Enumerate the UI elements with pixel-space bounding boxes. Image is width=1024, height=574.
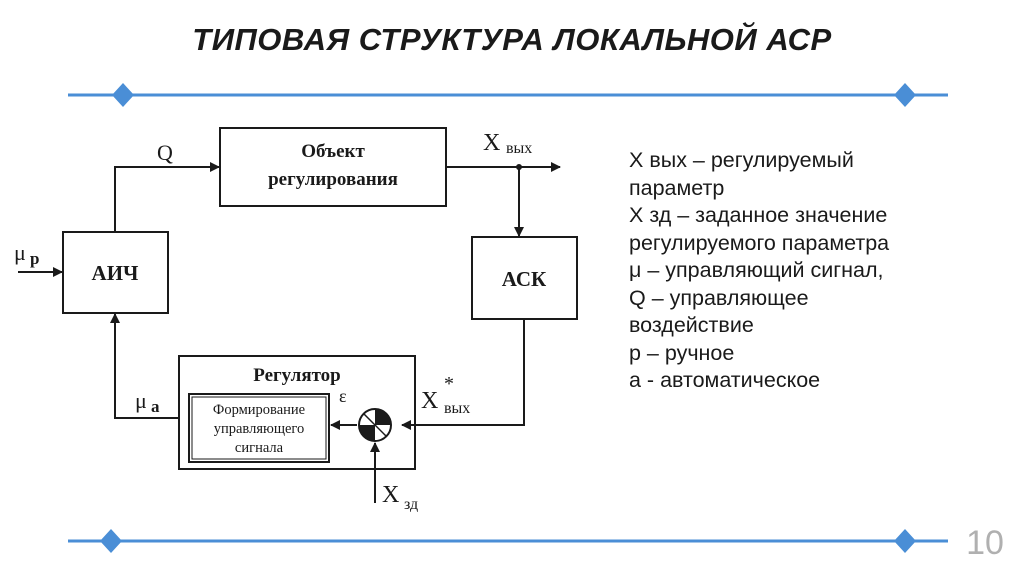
mu-a-line bbox=[110, 313, 179, 419]
feedback-line bbox=[401, 319, 525, 430]
aich-box bbox=[62, 231, 169, 314]
x-out-sub: вых bbox=[506, 140, 532, 157]
x-zd-label: X bbox=[382, 482, 399, 508]
legend-line: параметр bbox=[629, 175, 725, 200]
page-number: 10 bbox=[966, 524, 1004, 562]
ask-label: АСК bbox=[502, 267, 547, 291]
x-zd-sub: зд bbox=[404, 496, 418, 513]
mu-p-sub: р bbox=[30, 249, 39, 268]
object-box bbox=[219, 127, 447, 207]
legend-line: р – ручное bbox=[629, 340, 735, 365]
legend: X вых – регулируемый параметр X зд – зад… bbox=[629, 147, 1009, 395]
mu-a-label: μ bbox=[135, 388, 147, 413]
legend-line: X вых – регулируемый bbox=[629, 148, 854, 172]
top-divider bbox=[68, 83, 948, 107]
slide-title: ТИПОВАЯ СТРУКТУРА ЛОКАЛЬНОЙ АСР bbox=[192, 22, 832, 57]
former-box bbox=[188, 393, 330, 463]
regulator-label: Регулятор bbox=[253, 365, 341, 386]
bottom-divider bbox=[68, 529, 948, 553]
x-out-label: X bbox=[483, 130, 500, 156]
x-out-star-sup: * bbox=[444, 373, 454, 395]
epsilon-label: ε bbox=[339, 386, 347, 406]
former-label-1: Формирование bbox=[213, 402, 305, 418]
x-out-star-x: X bbox=[421, 388, 438, 414]
q-line bbox=[114, 162, 220, 232]
object-label-2: регулирования bbox=[268, 169, 398, 190]
former-label-2: управляющего bbox=[214, 421, 305, 437]
legend-line: μ – управляющий сигнал, bbox=[629, 258, 884, 282]
aich-label: АИЧ bbox=[92, 261, 140, 285]
legend-line: а - автоматическое bbox=[629, 368, 821, 392]
legend-line: Q – управляющее bbox=[629, 285, 809, 310]
x-out-star-sub: вых bbox=[444, 400, 470, 417]
legend-line: X зд – заданное значение bbox=[629, 203, 888, 227]
legend-line: регулируемого параметра bbox=[629, 230, 890, 255]
former-label-3: сигнала bbox=[235, 440, 284, 456]
comparator-icon bbox=[358, 408, 392, 442]
q-label: Q bbox=[157, 140, 173, 165]
mu-p-label: μ bbox=[14, 240, 26, 265]
mu-a-sub: а bbox=[151, 397, 160, 416]
object-label-1: Объект bbox=[301, 141, 365, 162]
legend-line: воздействие bbox=[629, 313, 754, 337]
